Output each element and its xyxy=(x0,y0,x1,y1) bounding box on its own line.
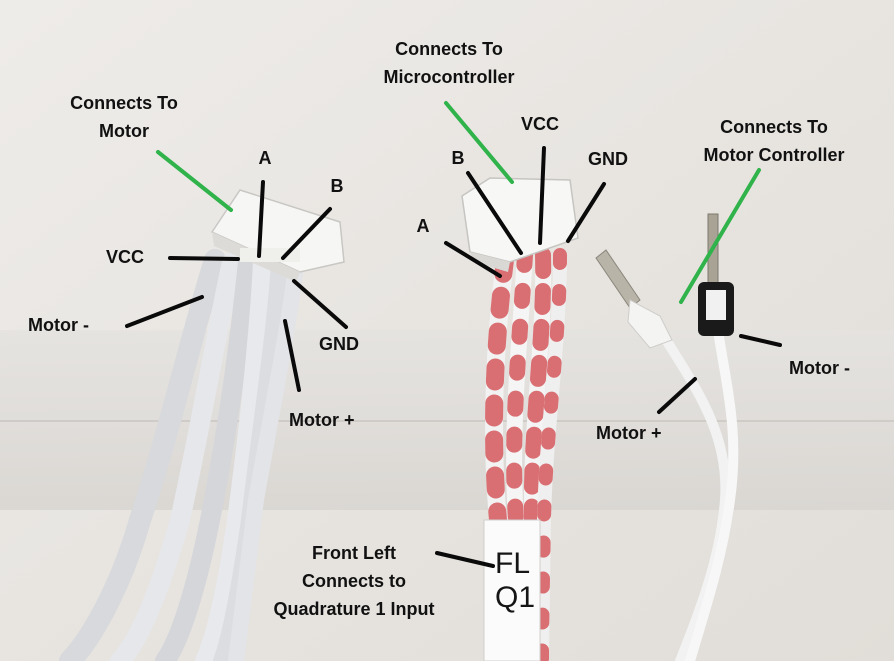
callout-controller-connector xyxy=(679,168,761,304)
label-connects-to-motor: Connects To Motor xyxy=(70,93,178,141)
label-mid-b: B xyxy=(451,148,465,168)
label-mid-vcc: VCC xyxy=(520,114,559,134)
callout-mid-b xyxy=(466,171,523,255)
label-left-gnd: GND xyxy=(319,334,359,354)
label-front-left-note: Front Left Connects to Quadrature 1 Inpu… xyxy=(273,543,435,619)
callout-micro-connector xyxy=(444,101,514,184)
micro-connector-housing xyxy=(461,177,579,272)
callout-left-a xyxy=(257,180,265,258)
callout-front-left-note xyxy=(435,551,495,568)
label-left-vcc: VCC xyxy=(106,247,145,267)
label-mid-a: A xyxy=(416,216,430,236)
label-left-motor-minus: Motor - xyxy=(28,315,89,335)
callout-mid-vcc xyxy=(538,146,546,245)
cable-tag-text: FL Q1 xyxy=(495,547,536,614)
callout-right-motor-plus xyxy=(657,377,697,414)
callout-left-gnd xyxy=(292,279,348,329)
callout-mid-gnd xyxy=(566,182,606,243)
callout-left-b xyxy=(281,207,332,260)
label-right-motor-minus: Motor - xyxy=(789,358,850,378)
label-left-a: A xyxy=(258,148,272,168)
label-connects-to-microcontroller: Connects To Microcontroller xyxy=(383,39,515,87)
motor-connector-housing xyxy=(210,189,345,282)
callout-left-vcc xyxy=(168,256,240,261)
callout-motor-connector xyxy=(156,150,233,212)
cable-tag xyxy=(483,519,541,661)
pin-connector-plus xyxy=(595,249,673,349)
callout-left-motor-plus xyxy=(283,319,301,392)
black-callout-lines xyxy=(125,146,782,568)
callout-mid-a xyxy=(444,241,502,278)
label-mid-gnd: GND xyxy=(588,149,628,169)
tape-strip-edge xyxy=(0,420,894,422)
motor-cable-bundle xyxy=(59,249,304,661)
callout-right-motor-minus xyxy=(739,334,782,347)
label-left-b: B xyxy=(330,176,344,196)
label-left-motor-plus: Motor + xyxy=(289,410,355,430)
label-connects-to-motor-controller: Connects To Motor Controller xyxy=(703,117,845,165)
label-right-motor-plus: Motor + xyxy=(596,423,662,443)
green-callout-lines xyxy=(156,101,761,304)
motor-lead-cables xyxy=(655,325,739,661)
callout-left-motor-minus xyxy=(125,295,204,328)
